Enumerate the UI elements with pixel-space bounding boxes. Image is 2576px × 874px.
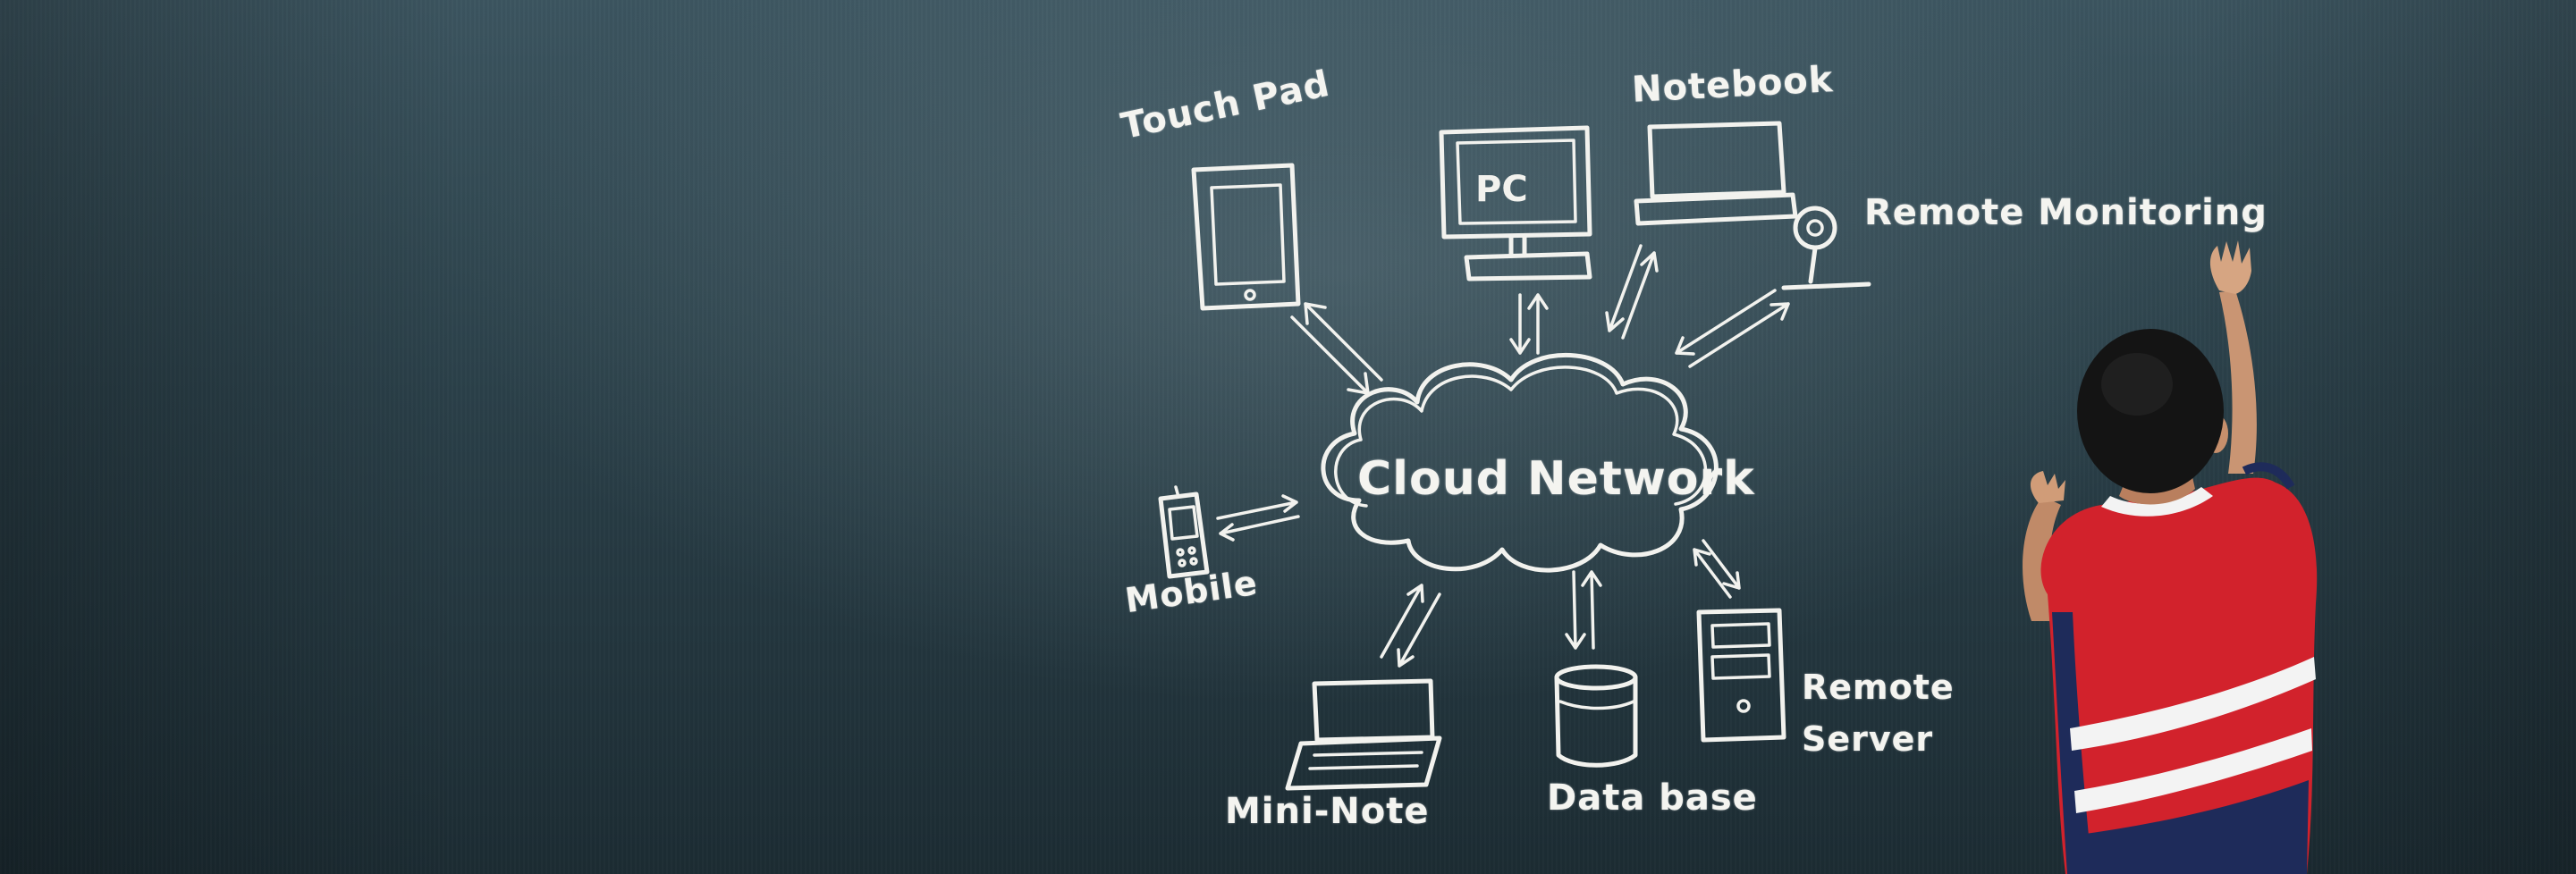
database-icon [1554,664,1638,768]
arrow-notebook-cloud [1605,244,1659,340]
svg-text:PC: PC [1475,169,1528,210]
arrow-server-cloud [1693,539,1741,599]
shirt-collar [2101,487,2213,517]
mini-note-icon [1285,678,1442,791]
label-remote-server-line2: Server [1802,719,1934,759]
arrow-mininote-cloud [1380,584,1441,668]
touch-pad-icon [1191,163,1301,311]
cloud-shape [1321,353,1719,573]
label-mini-note: Mini-Note [1225,791,1430,832]
left-arm [2023,496,2061,621]
label-remote-monitoring: Remote Monitoring [1864,192,2268,233]
arrow-pc-cloud [1509,293,1549,355]
raised-hand [2209,240,2251,294]
arrow-mobile-cloud [1216,494,1300,542]
webcam-icon [1781,206,1871,290]
left-hand [2030,471,2065,503]
raised-arm [2219,290,2257,474]
red-shirt [2040,477,2318,874]
pc-icon: PC [1439,125,1592,282]
shirt-stripe-upper [2070,657,2316,751]
label-data-base: Data base [1547,777,1758,819]
boy-figure [2023,240,2318,874]
shirt-stripe-lower [2074,728,2312,813]
arrow-database-cloud [1565,570,1602,650]
arrow-touchpad-cloud [1290,302,1383,395]
label-remote-server-line1: Remote [1802,668,1955,707]
server-tower-icon [1696,608,1786,743]
label-cloud-network: Cloud Network [1357,452,1755,506]
notebook-icon [1634,121,1798,226]
arrow-monitoring-cloud [1675,289,1790,368]
label-remote-server: Remote Server [1802,661,1955,765]
mobile-phone-icon [1158,485,1210,579]
